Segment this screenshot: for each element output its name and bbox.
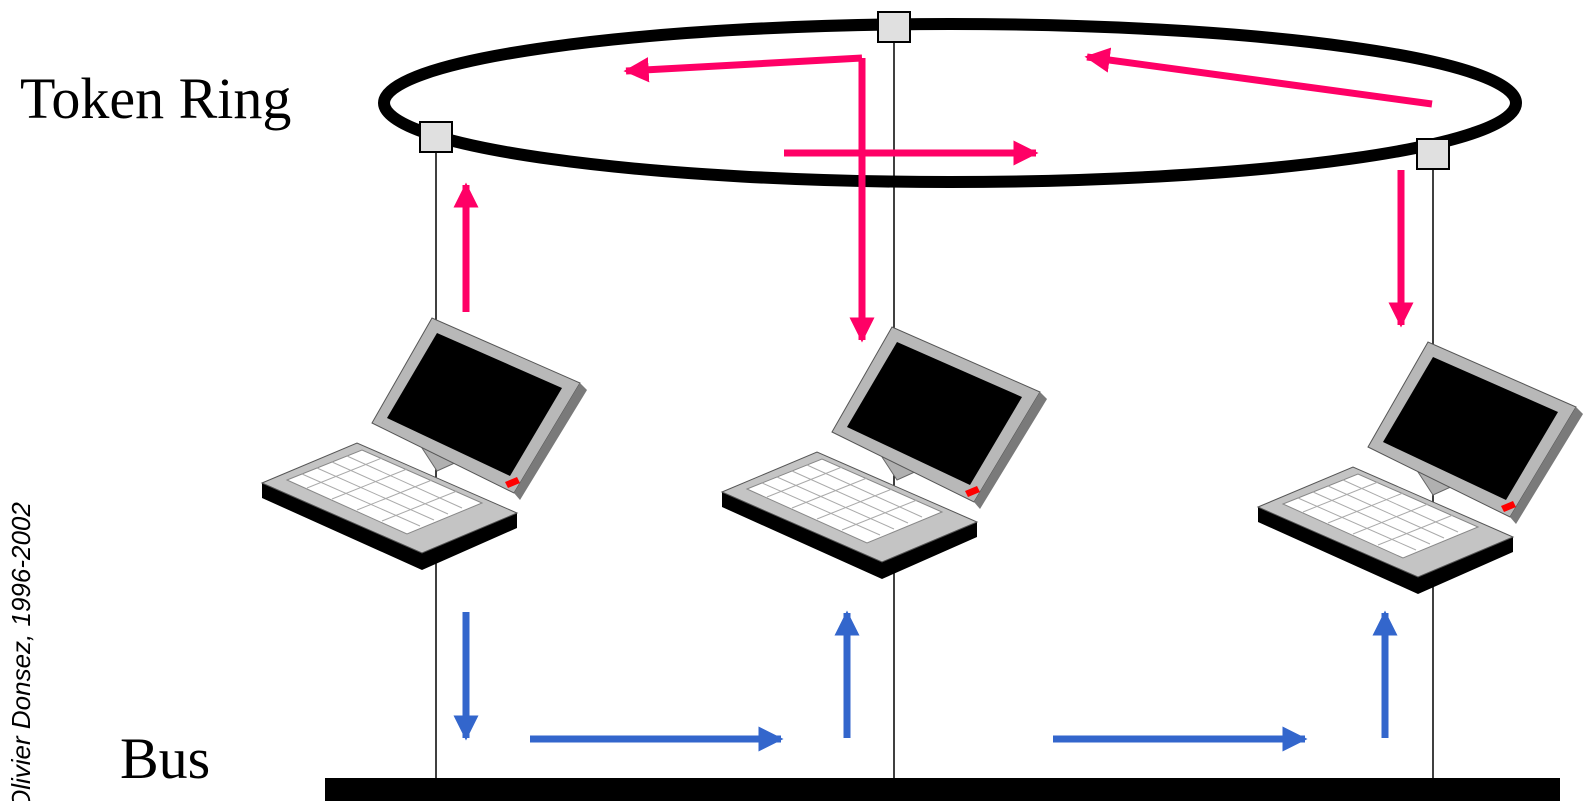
laptop-icon bbox=[721, 326, 1048, 580]
bus-label: Bus bbox=[120, 726, 210, 791]
square-connector-icon bbox=[419, 121, 453, 153]
token-ring bbox=[378, 18, 1522, 188]
square-connector-icon bbox=[1416, 138, 1450, 170]
ring-arrow-top-left bbox=[623, 54, 863, 83]
laptop-icon bbox=[261, 317, 588, 571]
laptop-icon bbox=[1257, 341, 1584, 595]
bus-line bbox=[325, 778, 1560, 801]
bus-flow-arrows bbox=[453, 610, 1398, 752]
copyright-credit: Olivier Donsez, 1996-2002 bbox=[6, 502, 36, 801]
square-connector-icon bbox=[877, 11, 911, 43]
ring-flow-arrows bbox=[453, 47, 1433, 343]
ring-arrow-top-right bbox=[1084, 47, 1433, 108]
token-ring-label: Token Ring bbox=[20, 66, 291, 131]
